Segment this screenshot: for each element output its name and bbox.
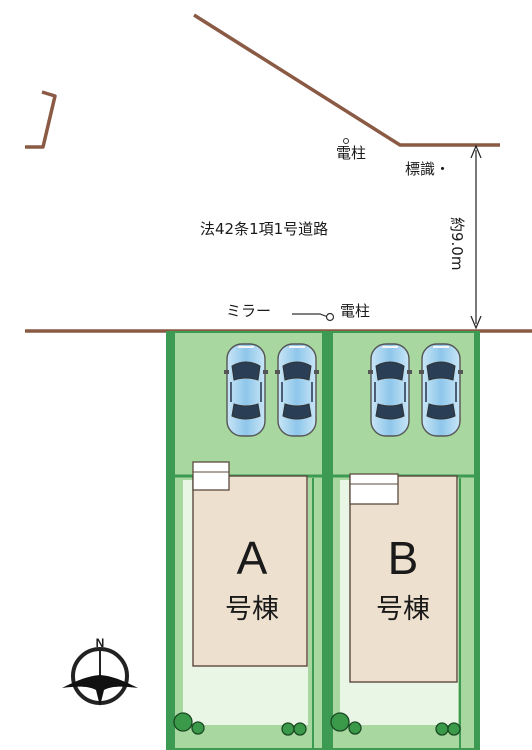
house-b [349,475,458,683]
pole-top-label: 電柱 [336,144,366,162]
road-width-label: 約9.0m [448,217,466,270]
road-boundary [25,13,532,333]
lot-a: A 号棟 [166,331,331,750]
boundary-left-bracket [25,90,57,149]
road-width-dimension [470,144,482,330]
house-a-label: 号棟 [225,594,279,625]
car-b2-icon [418,343,464,437]
tree-a-icons [173,712,307,736]
house-b-label: 号棟 [376,594,430,625]
mirror-pole-icon [325,312,335,322]
house-b-porch [349,473,399,505]
pole-top-icon [343,138,349,144]
house-a [192,475,308,667]
mirror-line [292,313,329,318]
pole-bottom-label: 電柱 [340,302,370,320]
mirror-label: ミラー [226,302,271,320]
car-a2-icon [274,343,320,437]
lot-b: B 号棟 [327,331,480,750]
house-a-letter: A [237,532,268,584]
house-a-porch [192,461,230,491]
car-a1-icon [223,343,269,437]
house-b-letter: B [388,532,419,584]
sign-label: 標識・ [405,160,450,178]
boundary-upper-diagonal [193,13,500,147]
car-b1-icon [367,343,413,437]
tree-b-icons [330,712,461,736]
road-label: 法42条1項1号道路 [200,220,328,238]
compass-label: N [96,636,105,650]
north-compass-icon: N [62,636,138,706]
